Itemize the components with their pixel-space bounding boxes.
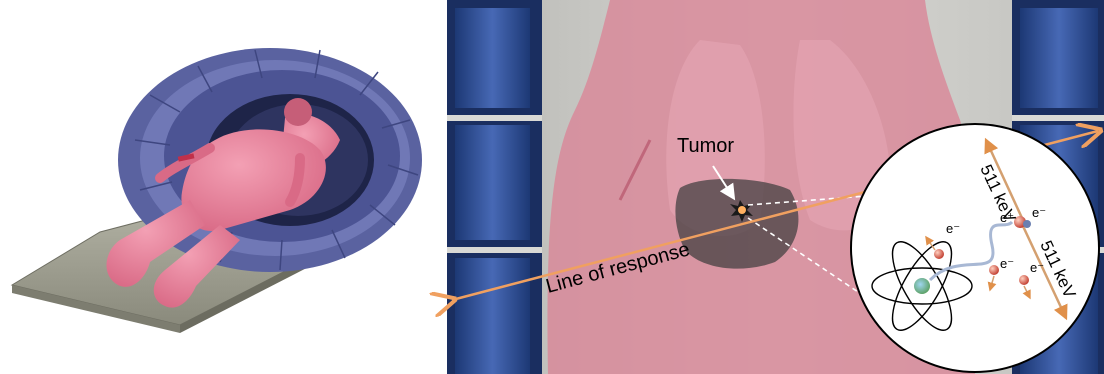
tumor-label: Tumor (677, 135, 734, 157)
electron-label-4: e⁻ (1032, 205, 1046, 220)
tumor-region (675, 179, 798, 269)
electron-label-2: e⁻ (1000, 256, 1014, 271)
scanner-illustration (12, 48, 422, 333)
electron-label-1: e⁻ (946, 221, 960, 236)
electron-label-3: e⁻ (1030, 260, 1044, 275)
annihilation-inset: e⁻ e⁻ e⁻ e⁺ e⁻ 511 keV 511 keV (851, 124, 1099, 372)
